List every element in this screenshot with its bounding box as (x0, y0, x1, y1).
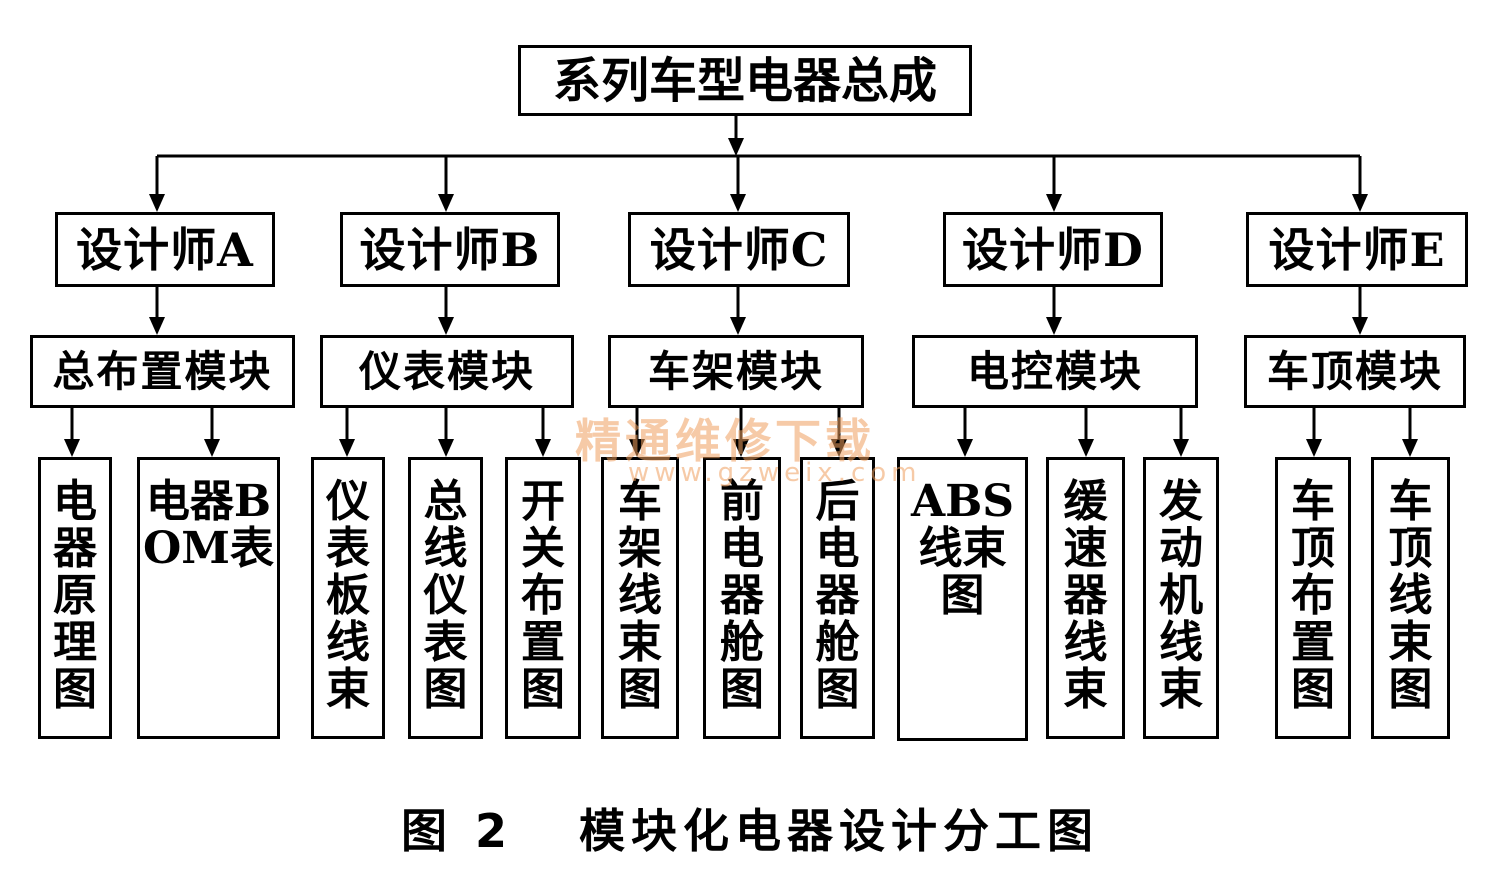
arrowhead (204, 439, 220, 457)
leaf-retarder-harness: 缓速器线束 (1046, 457, 1125, 739)
leaf-dashboard-harness: 仪表板线束 (311, 457, 385, 739)
arrowhead (438, 317, 454, 335)
arrowhead (629, 439, 645, 457)
leaf-electrical-bom: 电器BOM表 (137, 457, 280, 739)
arrowhead (1078, 439, 1094, 457)
arrowhead (64, 439, 80, 457)
leaf-roof-layout: 车顶布置图 (1275, 457, 1351, 739)
arrowhead (535, 439, 551, 457)
leaf-electrical-schematic: 电器原理图 (38, 457, 112, 739)
arrowhead (1352, 317, 1368, 335)
leaf-switch-layout: 开关布置图 (505, 457, 581, 739)
watermark-url: www.gzweix.com (628, 458, 922, 488)
module-chassis: 车架模块 (608, 335, 864, 408)
leaf-roof-harness: 车顶线束图 (1371, 457, 1450, 739)
arrowhead (438, 194, 454, 212)
arrowhead (733, 439, 749, 457)
root-node: 系列车型电器总成 (518, 45, 972, 116)
designer-a-node: 设计师A (55, 212, 275, 287)
arrowhead (957, 439, 973, 457)
arrowhead (1046, 194, 1062, 212)
leaf-rear-electrical-bay: 后电器舱图 (800, 457, 875, 739)
module-electronic-control: 电控模块 (912, 335, 1198, 408)
module-roof: 车顶模块 (1244, 335, 1466, 408)
arrowhead (1352, 194, 1368, 212)
module-instrument: 仪表模块 (320, 335, 574, 408)
designer-c-node: 设计师C (628, 212, 850, 287)
leaf-abs-harness: ABS线束图 (897, 457, 1028, 741)
designer-b-node: 设计师B (340, 212, 560, 287)
designer-e-node: 设计师E (1246, 212, 1468, 287)
leaf-chassis-harness: 车架线束图 (601, 457, 679, 739)
designer-d-node: 设计师D (943, 212, 1163, 287)
arrowhead (339, 439, 355, 457)
arrowhead (1046, 317, 1062, 335)
arrowhead (1402, 439, 1418, 457)
arrowhead (728, 138, 744, 156)
leaf-front-electrical-bay: 前电器舱图 (703, 457, 781, 739)
arrowhead (730, 317, 746, 335)
figure-caption: 图 2 模块化电器设计分工图 (400, 804, 1100, 858)
arrowhead (149, 194, 165, 212)
arrowhead (1173, 439, 1189, 457)
module-general-layout: 总布置模块 (30, 335, 295, 408)
arrowhead (1306, 439, 1322, 457)
arrowhead (730, 194, 746, 212)
watermark-title: 精通维修下载 (575, 414, 875, 468)
leaf-bus-instrument: 总线仪表图 (408, 457, 483, 739)
leaf-engine-harness: 发动机线束 (1143, 457, 1219, 739)
arrowhead (438, 439, 454, 457)
arrowhead (149, 317, 165, 335)
arrowhead (831, 439, 847, 457)
